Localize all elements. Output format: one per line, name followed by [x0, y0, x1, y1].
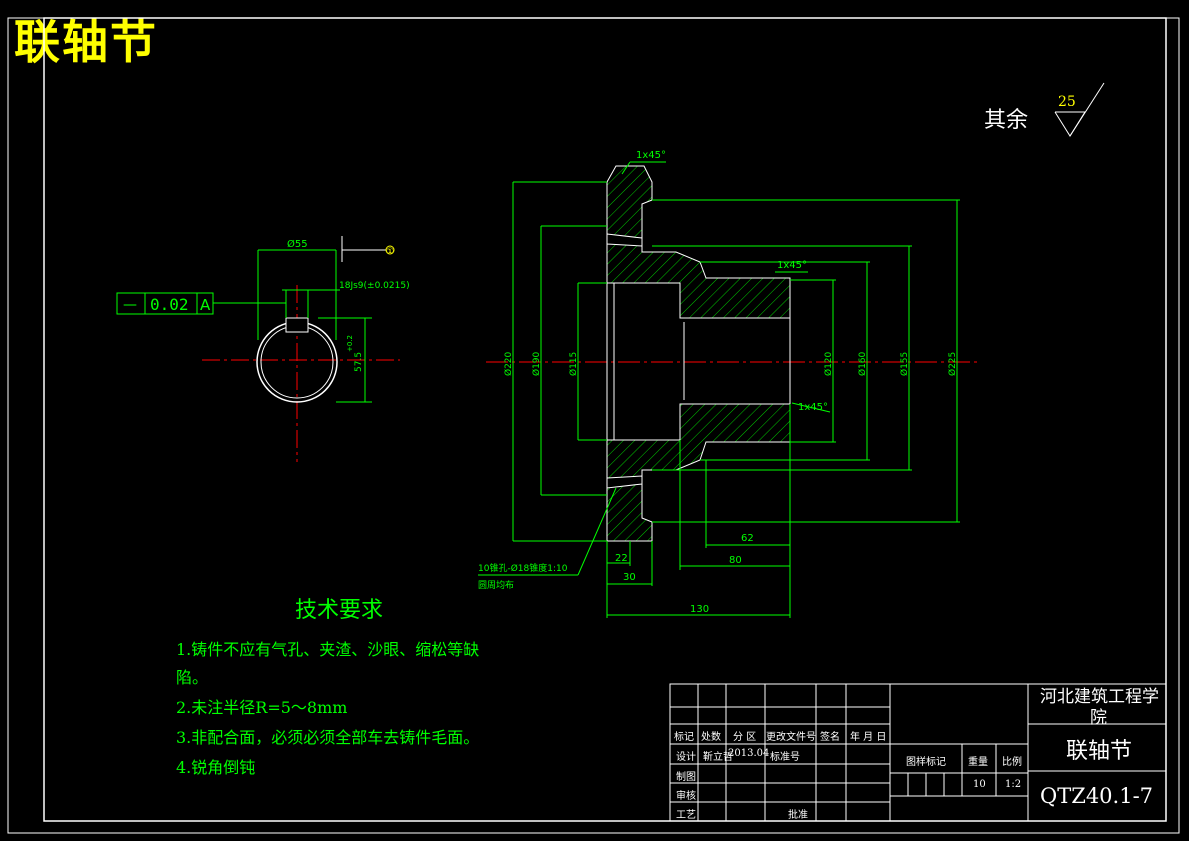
tb-h-date: 年 月 日 — [850, 732, 887, 743]
requirement-item: 4.锐角倒钝 — [176, 758, 256, 777]
tb-r-check: 审核 — [676, 791, 696, 802]
requirement-item: 3.非配合面，必须必须全部车去铸件毛面。 — [176, 728, 480, 747]
dim-chamfer-top: 1x45° — [636, 150, 666, 161]
key-view — [116, 236, 400, 462]
tb-r-draw: 制图 — [676, 772, 696, 783]
requirement-item: 陷。 — [176, 668, 209, 687]
tb-school-2: 院 — [1090, 708, 1107, 728]
dim-d190: Ø190 — [531, 351, 542, 376]
drawing-title: 联轴节 — [14, 15, 158, 69]
roughness-label: 其余 — [984, 108, 1029, 133]
requirements-title: 技术要求 — [295, 598, 384, 623]
section-view — [478, 161, 978, 618]
tb-h-change: 更改文件号 — [766, 732, 816, 743]
tb-r-design: 设计 — [676, 752, 696, 763]
tb-r-std: 标准号 — [770, 752, 800, 763]
roughness-symbol — [1054, 82, 1105, 137]
roughness-value: 25 — [1058, 94, 1076, 110]
dim-depth-tol: +0.2 — [346, 335, 354, 352]
dim-d120: Ø120 — [823, 351, 834, 376]
tolerance-symbol: — — [123, 297, 137, 313]
tb-h-scale: 比例 — [1002, 757, 1022, 768]
tb-designer: 靳立哲 — [703, 752, 733, 763]
tb-h-weight: 重量 — [968, 757, 988, 768]
requirement-item: 1.铸件不应有气孔、夹渣、沙眼、缩松等缺 — [176, 640, 480, 659]
datum-letter: A — [200, 296, 211, 314]
tb-school: 河北建筑工程学 — [1040, 687, 1159, 707]
holes-note-2: 圆周均布 — [478, 579, 514, 591]
tb-r-craft: 工艺 — [676, 810, 696, 821]
tb-scale: 1:2 — [1005, 779, 1022, 790]
dim-d160: Ø160 — [857, 351, 868, 376]
dim-d225: Ø225 — [947, 352, 958, 376]
dim-l130: 130 — [690, 604, 709, 615]
requirement-item: 2.未注半径R=5～8mm — [176, 698, 348, 717]
tolerance-value: 0.02 — [150, 295, 189, 314]
title-block — [669, 683, 1167, 822]
dim-depth: 57.5 — [354, 352, 364, 372]
dim-chamfer-bore: 1x45° — [798, 402, 828, 413]
holes-note-1: 10锥孔-Ø18锥度1:10 — [478, 562, 568, 574]
tb-h-stage: 图样标记 — [906, 757, 946, 768]
inner-frame — [43, 17, 1167, 822]
dim-l30: 30 — [623, 572, 636, 583]
dim-l62: 62 — [741, 533, 754, 544]
tb-drawing-no: QTZ40.1-7 — [1040, 784, 1154, 808]
dim-d115: Ø115 — [568, 352, 579, 376]
dim-chamfer-mid: 1x45° — [777, 260, 807, 271]
dim-d220: Ø220 — [503, 351, 514, 376]
tb-weight: 10 — [973, 779, 986, 790]
tb-part-name: 联轴节 — [1066, 739, 1133, 764]
tb-design-date: 2013.04 — [728, 748, 770, 759]
tb-h-count: 处数 — [701, 732, 721, 743]
dim-l22: 22 — [615, 553, 628, 564]
dim-d155: Ø155 — [899, 352, 910, 376]
tb-h-zone: 分 区 — [733, 732, 757, 743]
dim-d55: Ø55 — [287, 238, 308, 250]
datum-ref: ① — [386, 247, 394, 257]
tb-r-approve: 批准 — [788, 810, 808, 821]
dim-keyway: 18Js9(±0.0215) — [339, 281, 410, 291]
tb-h-mark: 标记 — [674, 732, 694, 743]
dim-l80: 80 — [729, 555, 742, 566]
tb-h-sign: 签名 — [820, 732, 840, 743]
